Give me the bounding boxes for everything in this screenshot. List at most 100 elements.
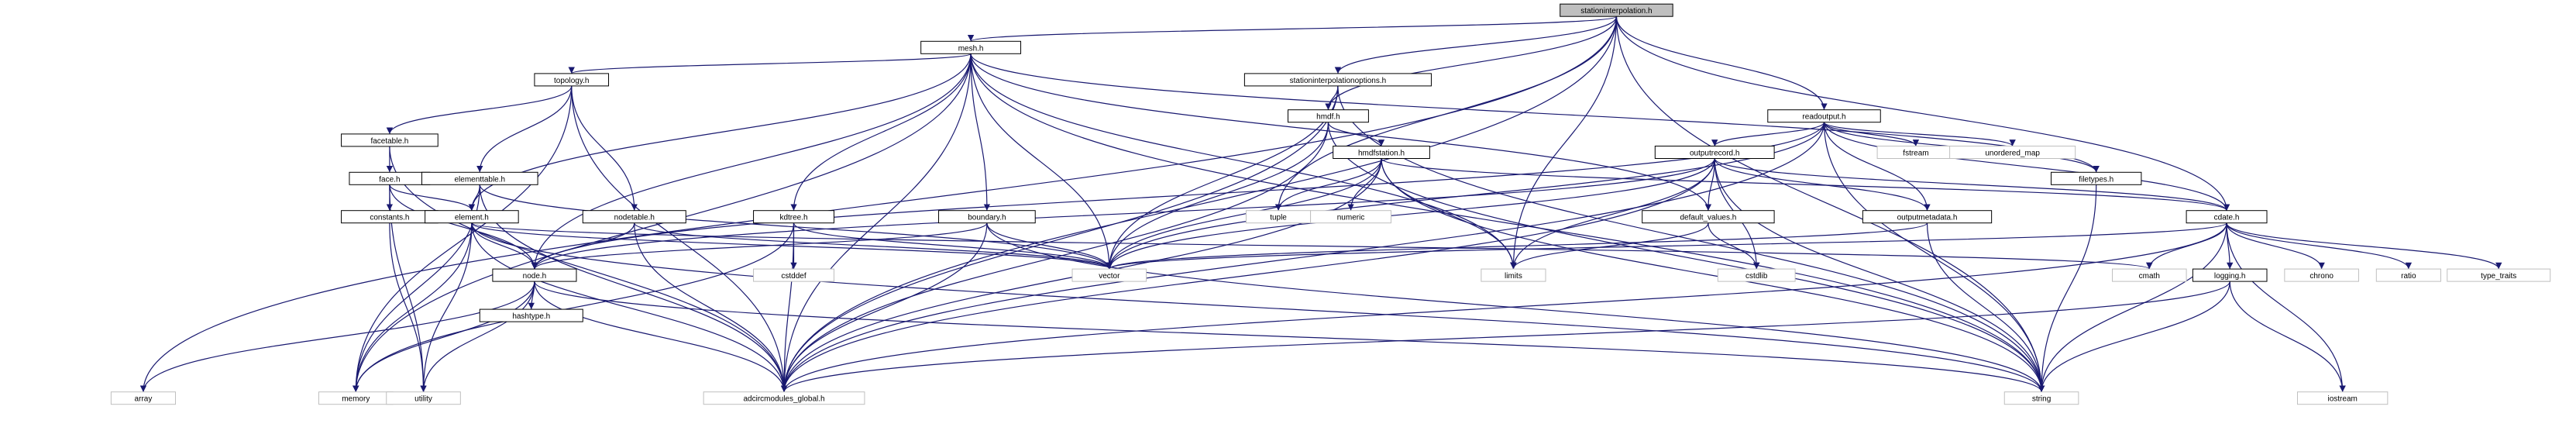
edge-cdate-h-to-chrono <box>2226 222 2325 270</box>
edge-hmdfstation-h-to-vector <box>1106 158 1382 270</box>
node-box <box>492 268 577 282</box>
edge-hmdfstation-h-to-string <box>1381 158 2045 392</box>
edge-mesh-h-to-string <box>970 53 2045 392</box>
node-outputmetadata-h[interactable]: outputmetadata.h <box>1862 210 1993 224</box>
edge-mesh-h-to-kdtree-h <box>790 53 972 211</box>
edge-outputrecord-h-to-outputmetadata-h <box>1714 158 1931 211</box>
edge-nodetable-h-to-vector <box>634 222 1113 270</box>
node-box <box>2186 210 2268 224</box>
edge-default-values-h-to-limits <box>1510 222 1709 270</box>
edge-element-h-to-memory <box>353 222 473 392</box>
edge-mesh-h-to-default-values-h <box>970 53 1712 211</box>
node-box <box>1642 210 1775 224</box>
node-label: iostream <box>2327 395 2357 404</box>
node-nodetable-h[interactable]: nodetable.h <box>582 210 686 224</box>
node-mesh-h[interactable]: mesh.h <box>920 40 1022 54</box>
node-box <box>2375 268 2441 282</box>
node-label: memory <box>342 395 370 404</box>
edge-outputrecord-h-to-cdate-h <box>1714 158 2230 211</box>
edge-elementtable-h-to-element-h <box>468 184 480 211</box>
node-outputrecord-h[interactable]: outputrecord.h <box>1654 146 1775 159</box>
node-boundary-h[interactable]: boundary.h <box>938 210 1036 224</box>
node-filetypes-h[interactable]: filetypes.h <box>2051 171 2142 185</box>
edge-topology-h-to-adcircmodules-global-h <box>571 85 788 392</box>
node-node-h[interactable]: node.h <box>492 268 577 282</box>
node-box <box>1717 268 1796 282</box>
node-label: stationinterpolation.h <box>1580 7 1652 16</box>
node-kdtree-h[interactable]: kdtree.h <box>753 210 834 224</box>
node-label: adcircmodules_global.h <box>744 395 825 404</box>
node-label: facetable.h <box>370 137 408 146</box>
edge-cdate-h-to-ratio <box>2226 222 2413 270</box>
edge-kdtree-h-to-vector <box>793 222 1113 270</box>
edge-stationinterpolation-h-to-stationinterpolationoptions-h <box>1334 16 1618 74</box>
edge-stationinterpolation-h-to-hmdf-h <box>1325 16 1618 110</box>
node-default-values-h[interactable]: default_values.h <box>1642 210 1775 224</box>
dependency-nodes: stationinterpolation.h mesh.h topology.h fa… <box>110 3 2551 405</box>
node-utility: utility <box>386 391 461 405</box>
node-adcircmodules-global-h: adcircmodules_global.h <box>703 391 865 405</box>
node-label: stationinterpolationoptions.h <box>1290 77 1387 85</box>
node-label: tuple <box>1270 214 1287 222</box>
node-box <box>920 40 1022 54</box>
node-hashtype-h[interactable]: hashtype.h <box>479 308 583 322</box>
node-label: elementtable.h <box>454 175 505 184</box>
node-element-h[interactable]: element.h <box>425 210 519 224</box>
edge-boundary-h-to-string <box>986 222 2045 392</box>
node-label: boundary.h <box>968 214 1006 222</box>
node-logging-h[interactable]: logging.h <box>2192 268 2268 282</box>
node-label: cmath <box>2139 272 2160 281</box>
node-box <box>1481 268 1546 282</box>
edge-node-h-to-array <box>139 281 535 392</box>
node-label: hmdfstation.h <box>1358 150 1405 158</box>
node-elementtable-h[interactable]: elementtable.h <box>421 171 538 185</box>
node-label: nodetable.h <box>614 214 655 222</box>
edge-element-h-to-adcircmodules-global-h <box>471 222 788 392</box>
node-face-h[interactable]: face.h <box>349 171 431 185</box>
node-label: mesh.h <box>958 44 984 53</box>
node-cstddef: cstddef <box>753 268 834 282</box>
edge-cdate-h-to-vector <box>1106 222 2227 270</box>
node-facetable-h[interactable]: facetable.h <box>341 133 439 147</box>
edge-cdate-h-to-adcircmodules-global-h <box>780 222 2227 392</box>
node-cdate-h[interactable]: cdate.h <box>2186 210 2268 224</box>
node-label: constants.h <box>370 214 409 222</box>
edge-outputrecord-h-to-node-h <box>531 158 1715 270</box>
node-box <box>1071 268 1147 282</box>
edge-boundary-h-to-vector <box>986 222 1113 270</box>
edge-facetable-h-to-adcircmodules-global-h <box>389 146 788 392</box>
node-stationinterpolationoptions-h[interactable]: stationinterpolationoptions.h <box>1243 73 1432 87</box>
node-box <box>421 171 538 185</box>
node-box <box>425 210 519 224</box>
edge-hmdfstation-h-to-tuple <box>1274 158 1382 211</box>
node-label: readoutput.h <box>1802 113 1845 122</box>
edge-readoutput-h-to-adcircmodules-global-h <box>780 122 1825 392</box>
dependency-edges <box>139 16 2502 392</box>
node-box <box>1288 109 1369 123</box>
node-hmdfstation-h[interactable]: hmdfstation.h <box>1333 146 1430 159</box>
node-tuple: tuple <box>1245 210 1312 224</box>
node-box <box>2003 391 2079 405</box>
edge-face-h-to-node-h <box>389 184 538 270</box>
node-constants-h[interactable]: constants.h <box>341 210 439 224</box>
edge-elementtable-h-to-vector <box>479 184 1113 270</box>
node-box <box>479 308 583 322</box>
node-label: limits <box>1505 272 1522 281</box>
node-readoutput-h[interactable]: readoutput.h <box>1767 109 1881 123</box>
node-label: face.h <box>379 175 400 184</box>
node-box <box>703 391 865 405</box>
node-label: ratio <box>2401 272 2416 281</box>
node-label: cdate.h <box>2214 214 2240 222</box>
node-box <box>1949 146 2076 159</box>
node-hmdf-h[interactable]: hmdf.h <box>1288 109 1369 123</box>
edge-topology-h-to-facetable-h <box>386 85 573 135</box>
edge-stationinterpolation-h-to-adcircmodules-global-h <box>780 16 1618 392</box>
node-topology-h[interactable]: topology.h <box>534 73 610 87</box>
edge-boundary-h-to-adcircmodules-global-h <box>780 222 988 392</box>
edge-hmdf-h-to-string <box>1327 122 2045 392</box>
edge-stationinterpolation-h-to-tuple <box>1274 16 1618 211</box>
edge-mesh-h-to-boundary-h <box>970 53 991 211</box>
node-label: chrono <box>2309 272 2334 281</box>
edge-boundary-h-to-node-h <box>531 222 988 270</box>
